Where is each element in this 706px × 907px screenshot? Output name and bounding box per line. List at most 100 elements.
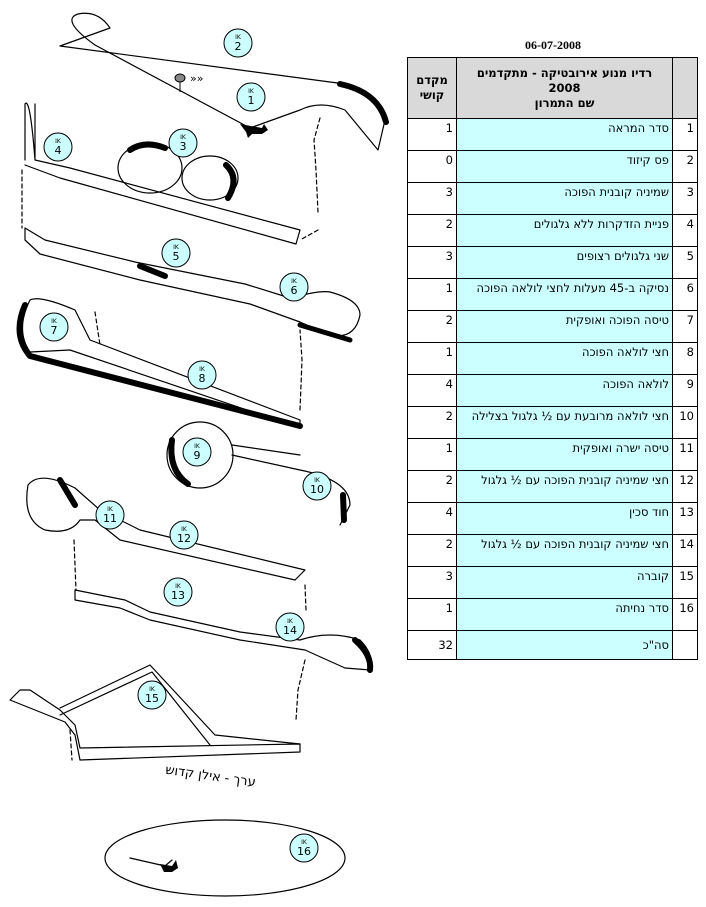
cell-name: פניית הזדקרות ללא גלגולים	[456, 214, 673, 247]
marker-number: 10	[310, 483, 324, 496]
cell-num: 3	[672, 182, 698, 215]
landing-circuit	[104, 819, 346, 897]
total-score: 32	[407, 630, 457, 660]
maneuver-marker-6: IK6	[279, 272, 309, 302]
cell-score: 1	[407, 118, 457, 151]
cell-name: חצי שמיניה קובנית הפוכה עם ½ גלגול	[456, 534, 673, 567]
cell-name: חצי לולאה מרובעת עם ½ גלגול בצלילה	[456, 406, 673, 439]
marker-prefix: IK	[107, 506, 114, 513]
header-difficulty-line2: קושי	[419, 88, 445, 102]
marker-number: 8	[199, 372, 206, 385]
cell-num: 5	[672, 246, 698, 279]
cell-score: 4	[407, 502, 457, 535]
maneuver-marker-3: IK3	[168, 128, 198, 158]
marker-prefix: IK	[199, 366, 206, 373]
maneuver-marker-7: IK7	[39, 312, 69, 342]
total-label: סה"כ	[456, 630, 673, 660]
cell-num: 6	[672, 278, 698, 311]
cell-name: קוברה	[456, 566, 673, 599]
marker-number: 3	[180, 140, 187, 153]
maneuver-path-13-14	[74, 589, 372, 671]
cell-score: 3	[407, 182, 457, 215]
marker-number: 13	[171, 589, 185, 602]
marker-number: 2	[235, 40, 242, 53]
cell-num: 4	[672, 214, 698, 247]
header-difficulty-cell: מקדם קושי	[407, 57, 457, 119]
cell-score: 1	[407, 438, 457, 471]
marker-prefix: IK	[287, 618, 294, 625]
marker-number: 9	[194, 449, 201, 462]
marker-prefix: IK	[175, 583, 182, 590]
marker-prefix: IK	[181, 526, 188, 533]
cell-name: שני גלגולים רצופים	[456, 246, 673, 279]
total-num-cell	[672, 630, 698, 660]
marker-number: 12	[177, 532, 191, 545]
cell-num: 9	[672, 374, 698, 407]
header-num-cell	[672, 57, 698, 119]
cell-num: 11	[672, 438, 698, 471]
cell-name: חצי לולאה הפוכה	[456, 342, 673, 375]
cell-score: 2	[407, 214, 457, 247]
cell-name: שמיניה קובנית הפוכה	[456, 182, 673, 215]
cell-name: נסיקה ב-45 מעלות לחצי לולאה הפוכה	[456, 278, 673, 311]
cell-num: 16	[672, 598, 698, 631]
marker-prefix: IK	[291, 278, 298, 285]
table-header-row: רדיו מנוע אירובטיקה - מתקדמים 2008 שם הת…	[407, 57, 698, 119]
cell-num: 2	[672, 150, 698, 183]
header-title-line3: שם התמרון	[534, 95, 595, 110]
cell-name: סדר המראה	[456, 118, 673, 151]
marker-prefix: IK	[51, 318, 58, 325]
maneuver-path-5-6	[24, 227, 361, 337]
marker-number: 15	[145, 692, 159, 705]
cell-score: 2	[407, 310, 457, 343]
marker-prefix: IK	[194, 443, 201, 450]
cell-score: 3	[407, 566, 457, 599]
marker-number: 6	[291, 284, 298, 297]
marker-number: 16	[297, 845, 311, 858]
marker-prefix: IK	[55, 138, 62, 145]
marker-prefix: IK	[301, 839, 308, 846]
marker-number: 1	[248, 94, 255, 107]
maneuver-path-15	[9, 689, 301, 761]
marker-number: 11	[103, 512, 117, 525]
marker-prefix: IK	[314, 477, 321, 484]
cell-score: 1	[407, 342, 457, 375]
cell-name: סדר נחיתה	[456, 598, 673, 631]
cell-num: 15	[672, 566, 698, 599]
cell-score: 1	[407, 598, 457, 631]
cell-name: חוד סכין	[456, 502, 673, 535]
cell-num: 8	[672, 342, 698, 375]
cell-score: 0	[407, 150, 457, 183]
maneuver-diagram: »» ערך - אילן קדוש IK1IK2IK3IK4IK5IK6IK7…	[9, 12, 389, 897]
cell-score: 4	[407, 374, 457, 407]
maneuver-marker-9: IK9	[182, 437, 212, 467]
marker-prefix: IK	[235, 34, 242, 41]
header-title-line2: 2008	[548, 80, 581, 95]
maneuver-marker-2: IK2	[223, 28, 253, 58]
marker-prefix: IK	[173, 244, 180, 251]
cell-num: 13	[672, 502, 698, 535]
maneuver-markers: IK1IK2IK3IK4IK5IK6IK7IK8IK9IK10IK11IK12I…	[39, 28, 332, 863]
document-date: 06-07-2008	[525, 38, 581, 52]
marker-prefix: IK	[180, 134, 187, 141]
cell-score: 2	[407, 406, 457, 439]
cell-num: 1	[672, 118, 698, 151]
marker-number: 4	[55, 144, 62, 157]
maneuver-path-3-4	[24, 102, 301, 245]
cell-num: 12	[672, 470, 698, 503]
